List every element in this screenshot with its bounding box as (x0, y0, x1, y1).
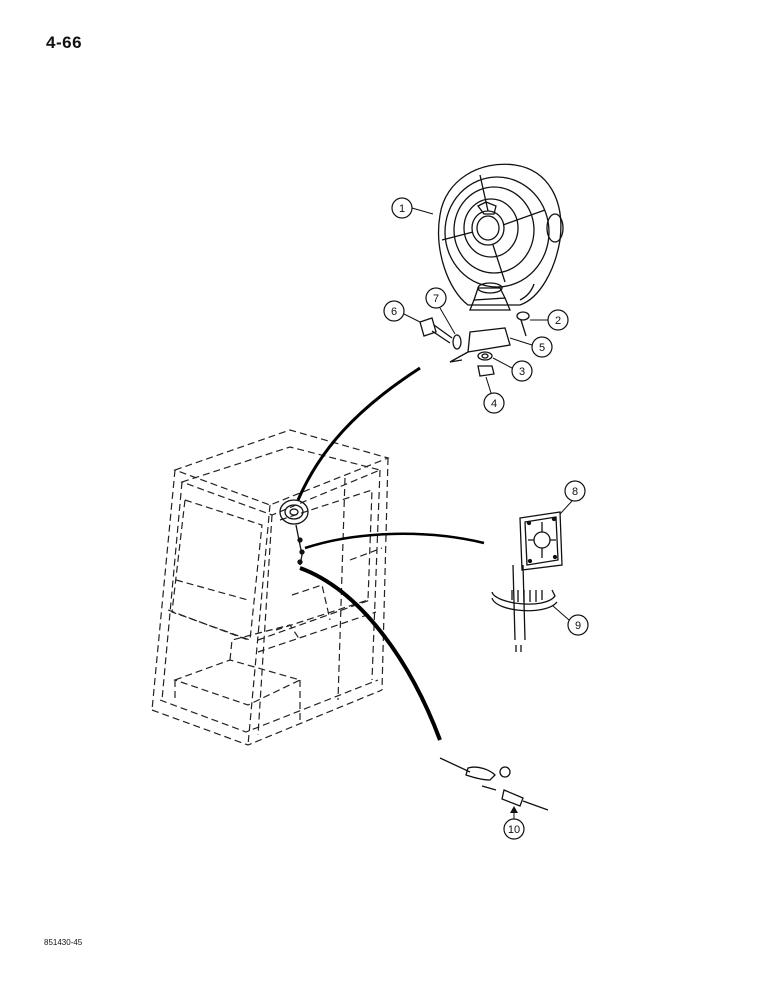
callout-6: 6 (383, 300, 421, 323)
screw-2 (516, 311, 530, 337)
callout-7: 7 (425, 287, 456, 335)
leader-curves (296, 366, 485, 741)
cab-fan-mini (279, 499, 309, 566)
washer-7 (452, 334, 462, 350)
callout-4-label: 4 (491, 398, 497, 410)
callout-8-label: 8 (572, 486, 578, 498)
callout-7-label: 7 (433, 293, 439, 305)
callout-4: 4 (483, 376, 505, 414)
callout-9-label: 9 (575, 620, 581, 632)
callout-10-label: 10 (508, 824, 520, 836)
switch-plate-8 (519, 511, 563, 571)
callout-10: 10 (503, 806, 525, 840)
callout-5-label: 5 (539, 342, 545, 354)
callout-9: 9 (552, 605, 589, 636)
callout-1: 1 (391, 197, 434, 219)
bracket-5 (449, 327, 511, 363)
callout-1-label: 1 (399, 203, 405, 215)
connector-10 (439, 757, 549, 812)
callout-5: 5 (509, 336, 553, 358)
page-number: 4-66 (46, 33, 83, 52)
callout-3-label: 3 (519, 366, 525, 378)
cab-outline (151, 429, 390, 746)
nut-3 (477, 351, 493, 361)
figure-code: 851430-45 (44, 938, 83, 947)
callout-3: 3 (492, 357, 533, 382)
fan-assembly (437, 163, 564, 311)
callout-6-label: 6 (391, 306, 397, 318)
nut-4 (477, 365, 495, 377)
callout-2-label: 2 (555, 315, 561, 327)
callout-8: 8 (559, 480, 586, 515)
tube-and-clamp-9 (491, 564, 558, 652)
bolt-6 (419, 317, 453, 344)
callout-2: 2 (530, 309, 569, 331)
